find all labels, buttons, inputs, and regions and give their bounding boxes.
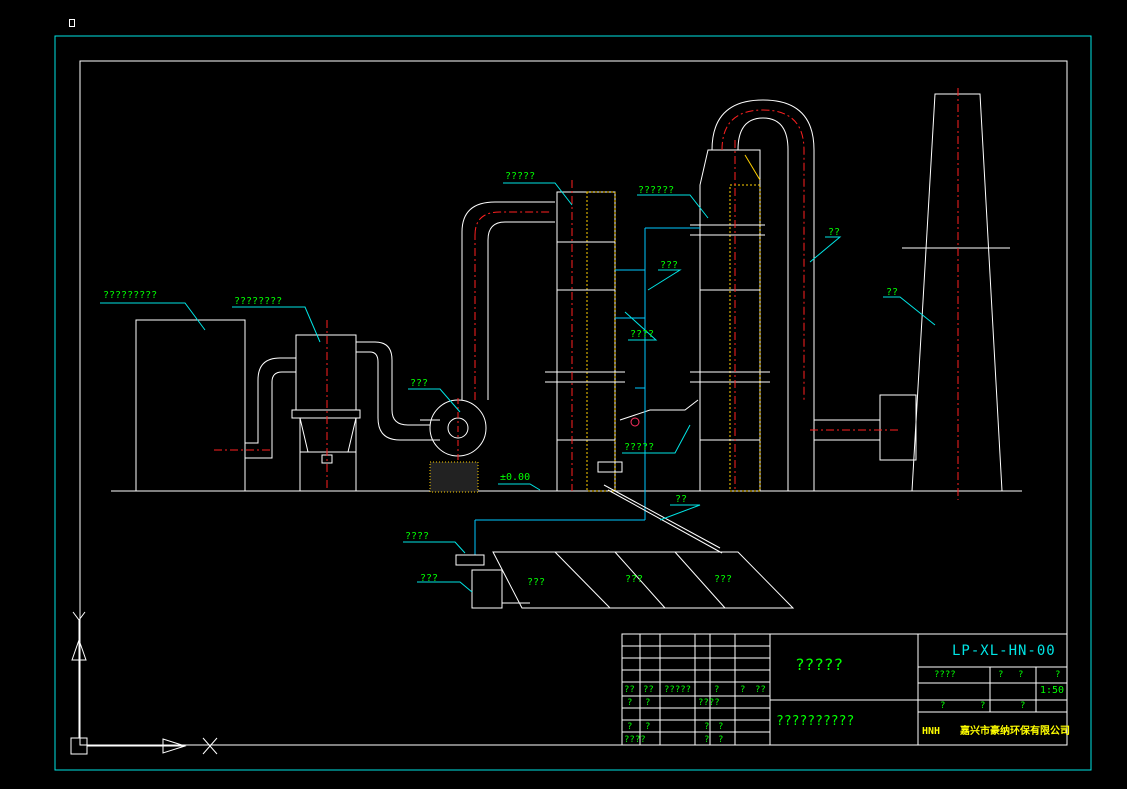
scale-header-4: ?	[1055, 670, 1061, 680]
label-sump: ?????	[624, 442, 655, 453]
sign-cell-7: ?	[718, 722, 724, 732]
bag-collector	[291, 320, 361, 491]
workshop-room	[135, 319, 246, 492]
label-duct: ??	[828, 227, 841, 238]
rev-cell-6: ??	[755, 685, 766, 695]
label-stack: ??	[886, 287, 899, 298]
outer-frame	[54, 35, 1092, 771]
pump-tank	[455, 554, 530, 609]
sign-cell-2: ?	[645, 698, 651, 708]
corner-marker	[69, 19, 75, 27]
label-tower1: ?????	[505, 171, 536, 182]
label-fan: ???	[410, 378, 429, 389]
scale-header-2: ?	[998, 670, 1004, 680]
label-room: ?????????	[103, 290, 158, 301]
label-collector: ????????	[234, 296, 283, 307]
spray-nozzle-icon	[630, 417, 640, 427]
ucs-axis-icon	[70, 611, 218, 755]
scale-value: 1:50	[1040, 685, 1065, 696]
drain-pipe	[603, 484, 723, 554]
label-level: ±0.00	[500, 472, 531, 483]
sign-cell-9: ?	[704, 735, 710, 745]
label-pump: ????	[405, 531, 430, 542]
sheet-3: ?	[1020, 701, 1026, 711]
drawing-name: ?????	[795, 655, 844, 674]
label-tank: ???	[420, 573, 439, 584]
label-tower2: ??????	[638, 185, 675, 196]
label-pool-c: ???	[714, 574, 733, 585]
rev-cell-3: ?????	[664, 685, 692, 695]
sign-cell-10: ?	[718, 735, 724, 745]
company-name: 嘉兴市豪纳环保有限公司	[960, 726, 1070, 737]
stack	[902, 88, 1010, 500]
centrifugal-fan	[420, 398, 487, 493]
sign-cell-6: ?	[704, 722, 710, 732]
fan-tower-duct	[461, 201, 555, 400]
water-pipes	[474, 227, 700, 555]
scrubber-tower-2	[619, 140, 770, 492]
leader-lines	[100, 182, 936, 593]
scale-header-3: ?	[1018, 670, 1024, 680]
sign-cell-3: ????	[698, 698, 720, 708]
rev-cell-1: ??	[624, 685, 635, 695]
stack-duct	[810, 394, 917, 461]
inner-frame	[79, 60, 1068, 746]
label-pool-a: ???	[527, 577, 546, 588]
scrubber-tower-1	[545, 180, 625, 492]
sign-cell-4: ?	[627, 722, 633, 732]
label-pipe-top: ???	[660, 260, 679, 271]
sign-cell-1: ?	[627, 698, 633, 708]
title-block	[621, 633, 1068, 746]
rev-cell-5: ?	[740, 685, 746, 695]
label-spray: ????	[630, 329, 655, 340]
settling-pool	[492, 551, 795, 609]
scale-header-1: ????	[934, 670, 956, 680]
company-logo: HNH	[922, 726, 941, 737]
sign-cell-8: ????	[624, 735, 646, 745]
drawing-number: LP-XL-HN-00	[952, 643, 1056, 659]
inlet-duct	[214, 357, 296, 459]
sheet-1: ?	[940, 701, 946, 711]
sheet-2: ?	[980, 701, 986, 711]
label-pool-b: ???	[625, 574, 644, 585]
rev-cell-4: ?	[714, 685, 720, 695]
label-drain: ??	[675, 494, 688, 505]
project-name: ??????????	[776, 714, 855, 729]
rev-cell-2: ??	[643, 685, 654, 695]
collector-fan-duct	[356, 341, 430, 441]
sign-cell-5: ?	[645, 722, 651, 732]
arch-duct	[711, 99, 815, 491]
